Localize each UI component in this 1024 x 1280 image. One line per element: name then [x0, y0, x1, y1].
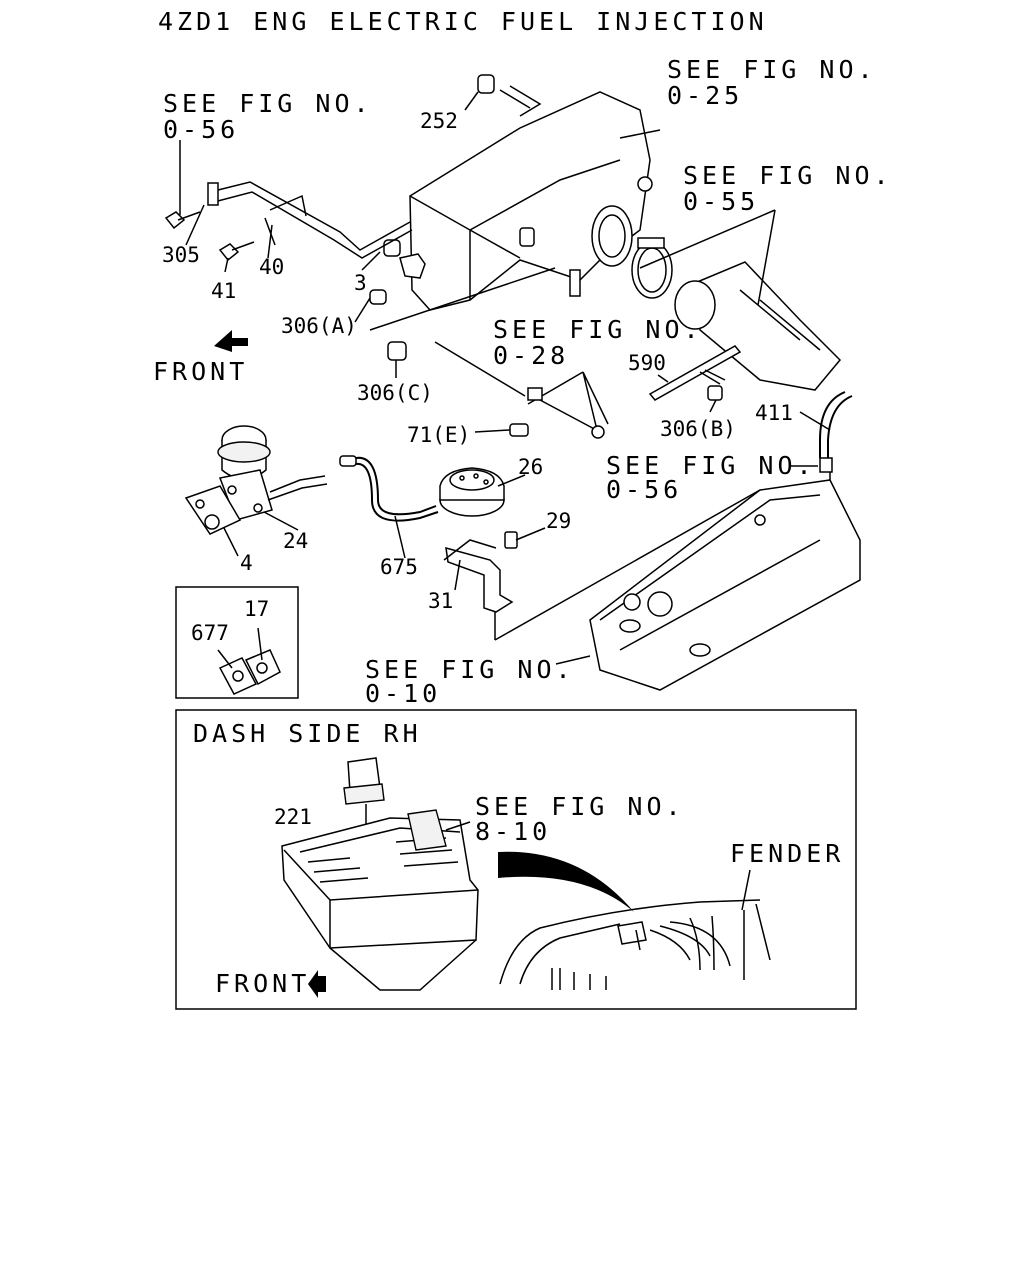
part-label-677: 677: [191, 621, 229, 645]
dash-side-label: DASH SIDE RH: [193, 719, 422, 748]
front-label-top: FRONT: [153, 357, 248, 386]
part-label-221: 221: [274, 805, 312, 829]
svg-text:0-55: 0-55: [683, 187, 759, 216]
front-arrow-top-icon: [214, 330, 248, 352]
fender-label: FENDER: [730, 839, 844, 868]
part-label-3: 3: [354, 271, 367, 295]
cylinder-head-cover: [589, 479, 861, 691]
svg-text:SEE FIG NO.: SEE FIG NO.: [683, 161, 893, 190]
egr-gasket-4: [184, 485, 242, 535]
bolt-305: [164, 211, 201, 230]
svg-text:SEE FIG NO.: SEE FIG NO.: [667, 55, 877, 84]
egr-valve: [217, 425, 328, 521]
dash-side-box: [175, 709, 857, 1010]
part-label-306b: 306(B): [660, 417, 736, 441]
svg-text:0-56: 0-56: [606, 475, 682, 504]
curved-pointer: [498, 851, 634, 912]
part-label-40: 40: [259, 255, 284, 279]
fuse-box: [281, 809, 479, 991]
svg-text:0-10: 0-10: [365, 679, 441, 708]
part-label-4: 4: [240, 551, 253, 575]
svg-text:SEE FIG NO.: SEE FIG NO.: [475, 792, 685, 821]
ref-0-56-mid: SEE FIG NO. 0-56: [606, 451, 816, 504]
fender-wiring: [499, 869, 771, 990]
bracket-31: [443, 539, 514, 613]
vsv-26: [439, 467, 505, 517]
ref-0-55: SEE FIG NO. 0-55: [683, 161, 893, 216]
part-label-305: 305: [162, 243, 200, 267]
part-label-24: 24: [283, 529, 308, 553]
part-590: [648, 345, 742, 401]
part-label-17: 17: [244, 597, 269, 621]
svg-text:SEE FIG NO.: SEE FIG NO.: [163, 89, 373, 118]
air-duct: [631, 237, 842, 391]
part-label-306c: 306(C): [357, 381, 433, 405]
screw-29: [504, 531, 518, 549]
hose-675: [339, 455, 439, 522]
svg-text:0-25: 0-25: [667, 81, 743, 110]
part-252-cap: [477, 74, 495, 94]
ref-0-28: SEE FIG NO. 0-28: [493, 315, 703, 370]
vacuum-lines: [207, 181, 413, 259]
intake-plenum: [409, 85, 653, 311]
part-label-29: 29: [546, 509, 571, 533]
front-label-lower: FRONT: [215, 969, 310, 998]
ref-0-28-lines: [369, 267, 609, 439]
svg-text:0-56: 0-56: [163, 115, 239, 144]
leader-lines: [179, 91, 831, 669]
svg-text:8-10: 8-10: [475, 817, 551, 846]
part-label-41: 41: [211, 279, 236, 303]
ref-0-25: SEE FIG NO. 0-25: [667, 55, 877, 110]
gasket-inset-box: [175, 586, 299, 699]
svg-text:SEE FIG NO.: SEE FIG NO.: [365, 655, 575, 684]
ref-8-10: SEE FIG NO. 8-10: [475, 792, 685, 846]
front-arrow-lower-icon: [308, 970, 326, 998]
part-label-411: 411: [755, 401, 793, 425]
ref-0-56-top: SEE FIG NO. 0-56: [163, 89, 373, 144]
fittings-3-306: [369, 239, 426, 361]
bolt-41: [218, 241, 255, 262]
part-label-306a: 306(A): [281, 314, 357, 338]
part-label-71e: 71(E): [407, 423, 470, 447]
part-label-31: 31: [428, 589, 453, 613]
ref-0-10: SEE FIG NO. 0-10: [365, 655, 575, 708]
part-label-675: 675: [380, 555, 418, 579]
relay-221: [343, 757, 385, 880]
svg-text:SEE FIG NO.: SEE FIG NO.: [606, 451, 816, 480]
part-71e-clamp: [474, 423, 529, 437]
svg-text:0-28: 0-28: [493, 341, 569, 370]
svg-text:SEE FIG NO.: SEE FIG NO.: [493, 315, 703, 344]
part-label-26: 26: [518, 455, 543, 479]
diagram-title: 4ZD1 ENG ELECTRIC FUEL INJECTION: [158, 7, 768, 36]
part-label-590: 590: [628, 351, 666, 375]
part-label-252: 252: [420, 109, 458, 133]
